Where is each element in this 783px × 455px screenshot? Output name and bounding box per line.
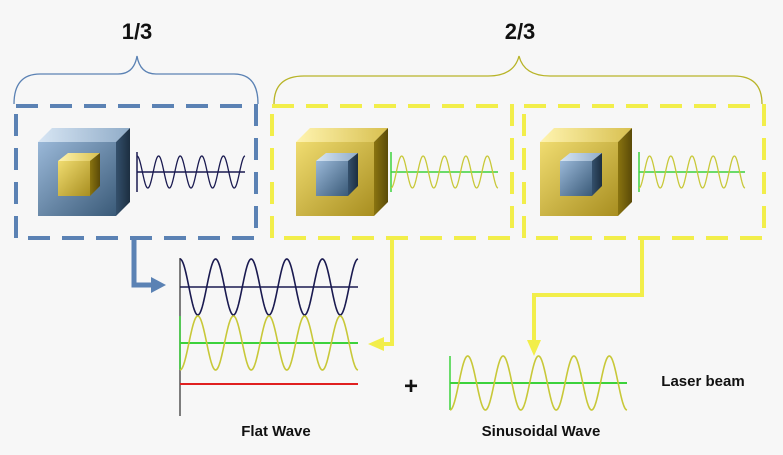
- cube-gold-blue-core-1: [296, 128, 388, 216]
- arrow-yellow-right: [527, 239, 644, 356]
- fraction-one-third: 1/3: [122, 19, 153, 44]
- caption-sinusoidal-wave: Sinusoidal Wave: [482, 423, 601, 440]
- caption-laser-beam: Laser beam: [661, 373, 744, 390]
- flat-wave-dark-sine: [179, 258, 359, 316]
- yellow-group-box-2: [522, 104, 766, 240]
- fraction-two-thirds: 2/3: [505, 19, 536, 44]
- brace-right: [273, 55, 763, 105]
- arrow-blue: [131, 239, 166, 293]
- cube-blue-gold-core: [38, 128, 130, 216]
- yellow-group-box-1: [270, 104, 514, 240]
- small-wave-yellow-2: [638, 155, 746, 189]
- cube-gold-blue-core-2: [540, 128, 632, 216]
- flat-wave-yellow-sine: [179, 315, 359, 371]
- plus-sign: +: [404, 373, 418, 400]
- arrow-yellow-left: [368, 239, 394, 351]
- small-wave-yellow-1: [390, 155, 499, 189]
- brace-left: [13, 55, 259, 105]
- small-wave-dark: [136, 155, 246, 189]
- blue-group-box: [14, 104, 258, 240]
- caption-flat-wave: Flat Wave: [241, 423, 310, 440]
- sinusoidal-wave-yellow-sine: [449, 355, 628, 411]
